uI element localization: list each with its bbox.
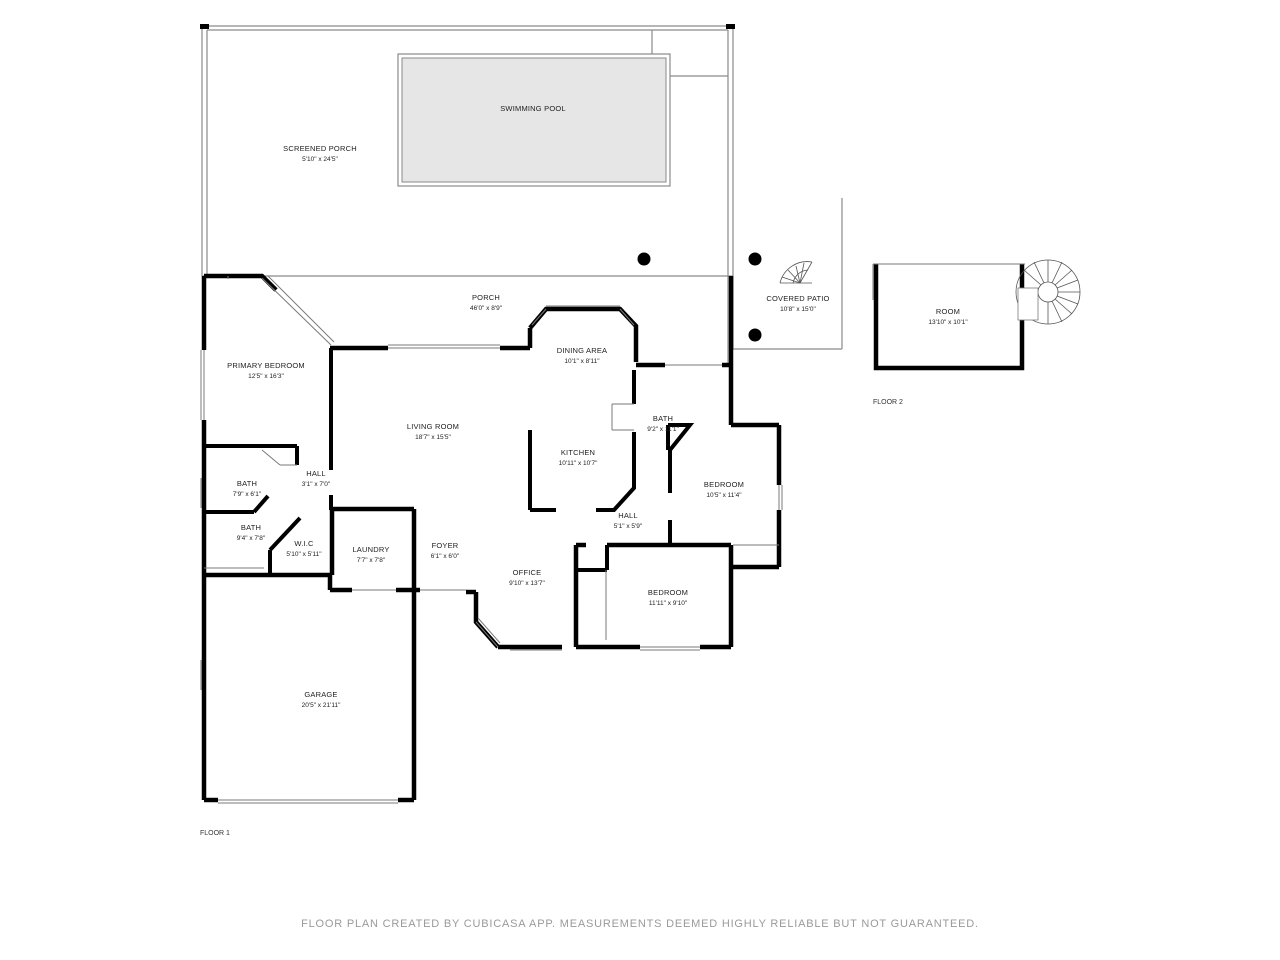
dim-room-floor2: 13'10" x 10'1" (928, 319, 968, 326)
dim-primary-bedroom: 12'5" x 16'3" (248, 373, 284, 380)
dim-bath-2: 7'9" x 6'1" (233, 491, 262, 498)
floor-1-label: FLOOR 1 (200, 830, 230, 837)
swimming-pool (397, 53, 671, 187)
dim-living-room: 18'7" x 15'5" (415, 434, 451, 441)
screened-porch-outline (201, 25, 734, 277)
label-room-floor2: ROOM (936, 307, 960, 316)
label-kitchen: KITCHEN (561, 448, 595, 457)
dim-porch: 46'0" x 8'9" (470, 305, 503, 312)
room-labels: SCREENED PORCH 5'10" x 24'5" SWIMMING PO… (227, 104, 968, 709)
label-garage: GARAGE (304, 690, 337, 699)
label-office: OFFICE (513, 568, 542, 577)
label-covered-patio: COVERED PATIO (766, 294, 829, 303)
interior-walls (204, 348, 695, 575)
footer-disclaimer: FLOOR PLAN CREATED BY CUBICASA APP. MEAS… (301, 918, 979, 930)
dim-hall-1: 3'1" x 7'0" (302, 481, 331, 488)
dim-laundry: 7'7" x 7'8" (357, 557, 386, 564)
label-swimming-pool: SWIMMING POOL (500, 104, 566, 113)
label-bath-3: BATH (241, 523, 261, 532)
screened-porch-corner-posts (200, 24, 735, 29)
floor2-room-walls (873, 264, 1025, 371)
label-foyer: FOYER (432, 541, 459, 550)
dim-hall-2: 5'1" x 5'9" (614, 523, 643, 530)
label-bedroom-2: BEDROOM (648, 588, 688, 597)
label-laundry: LAUNDRY (352, 545, 389, 554)
label-porch: PORCH (472, 293, 500, 302)
dim-garage: 20'5" x 21'11" (302, 702, 341, 709)
dim-covered-patio: 10'8" x 15'0" (780, 306, 816, 313)
dim-bedroom-2: 11'11" x 9'10" (649, 600, 688, 607)
floor-2-label: FLOOR 2 (873, 399, 903, 406)
label-primary-bedroom: PRIMARY BEDROOM (227, 361, 305, 370)
dim-wic: 5'10" x 5'11" (286, 551, 322, 558)
porch-columns (637, 252, 762, 342)
label-wic: W.I.C (294, 539, 314, 548)
dim-dining-area: 10'1" x 8'11" (564, 358, 600, 365)
exterior-walls (201, 273, 782, 803)
dim-kitchen: 10'11" x 10'7" (559, 460, 598, 467)
label-living-room: LIVING ROOM (407, 422, 459, 431)
label-dining-area: DINING AREA (557, 346, 608, 355)
dim-office: 9'10" x 13'7" (509, 580, 545, 587)
dim-bath-1: 9'2" x 11'1" (647, 426, 679, 433)
floor2-room-thin (872, 263, 1025, 300)
dim-screened-porch: 5'10" x 24'5" (302, 156, 338, 163)
label-bath-1: BATH (653, 414, 673, 423)
spiral-stair-floor2 (1015, 259, 1081, 325)
label-bath-2: BATH (237, 479, 257, 488)
windows-thin-lines (200, 275, 783, 804)
dim-bedroom-1: 10'5" x 11'4" (706, 492, 742, 499)
dim-foyer: 6'1" x 6'0" (431, 553, 460, 560)
dim-bath-3: 9'4" x 7'8" (237, 535, 266, 542)
covered-patio-outline (732, 198, 843, 350)
label-screened-porch: SCREENED PORCH (283, 144, 357, 153)
spiral-stair-patio (779, 261, 813, 284)
label-hall-1: HALL (306, 469, 326, 478)
label-bedroom-1: BEDROOM (704, 480, 744, 489)
label-hall-2: HALL (618, 511, 638, 520)
